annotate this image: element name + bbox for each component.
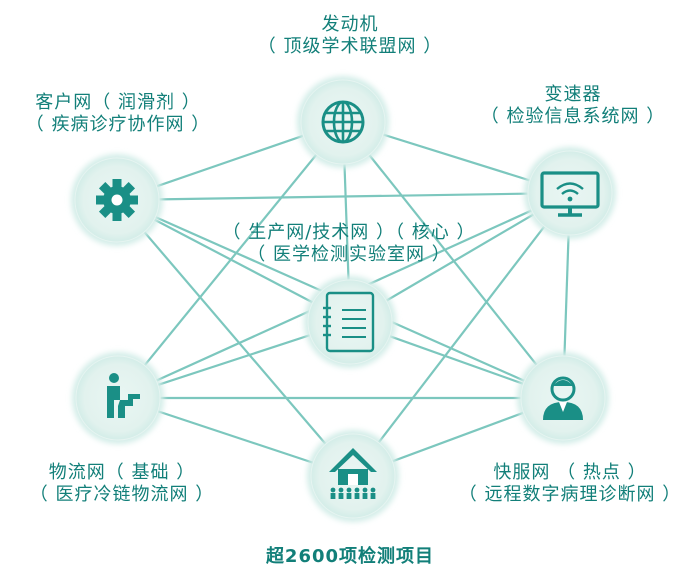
engine-title: 发动机 (321, 14, 379, 35)
edge-engine-fast (342, 121, 564, 399)
edge-transmission-items (352, 192, 571, 477)
logistics-subtitle: （ 医疗冷链物流网 ） (29, 484, 215, 505)
engine-node (297, 76, 389, 168)
core-title: （ 生产网/技术网 ）（ 核心 ） (222, 222, 476, 243)
fast-label: 快服网 （ 热点 ） （ 远程数字病理诊断网 ） (452, 462, 688, 506)
logistics-title: 物流网（ 基础 ） (48, 462, 196, 483)
edge-customer-items (116, 199, 354, 477)
customer-subtitle: （ 疾病诊疗协作网 ） (25, 114, 211, 135)
fast-node (517, 352, 609, 444)
notebook-icon (323, 291, 375, 353)
edge-customer-transmission (116, 191, 571, 202)
core-node (304, 276, 396, 368)
customer-title: 客户网（ 润滑剂 ） (35, 92, 201, 113)
transmission-label: 变速器 （ 检验信息系统网 ） (468, 84, 678, 128)
nodes-layer (71, 76, 616, 522)
fast-title: 快服网 （ 热点 ） (493, 462, 647, 483)
customer-label: 客户网（ 润滑剂 ） （ 疾病诊疗协作网 ） (20, 92, 216, 136)
fast-subtitle: （ 远程数字病理诊断网 ） (458, 484, 682, 505)
engine-subtitle: （ 顶级学术联盟网 ） (257, 36, 443, 57)
house-people-icon (329, 448, 377, 499)
transmission-node (524, 147, 616, 239)
transmission-subtitle: （ 检验信息系统网 ） (480, 106, 666, 127)
transmission-title: 变速器 (544, 84, 602, 105)
items-node (307, 430, 399, 522)
items-label: 超2600项检测项目 (232, 546, 468, 568)
logistics-label: 物流网（ 基础 ） （ 医疗冷链物流网 ） (20, 462, 224, 506)
engine-label: 发动机 （ 顶级学术联盟网 ） (250, 14, 450, 58)
core-label: （ 生产网/技术网 ）（ 核心 ） （ 医学检测实验室网 ） (196, 222, 502, 266)
gear-icon (96, 179, 138, 221)
items-title: 超2600项检测项目 (265, 546, 435, 567)
globe-icon (321, 100, 365, 144)
logistics-node (72, 352, 164, 444)
monitor-wifi-icon (540, 171, 600, 217)
doctor-icon (543, 376, 583, 420)
customer-node (71, 154, 163, 246)
core-subtitle: （ 医学检测实验室网 ） (247, 244, 451, 265)
stairs-climber-icon (107, 373, 140, 418)
